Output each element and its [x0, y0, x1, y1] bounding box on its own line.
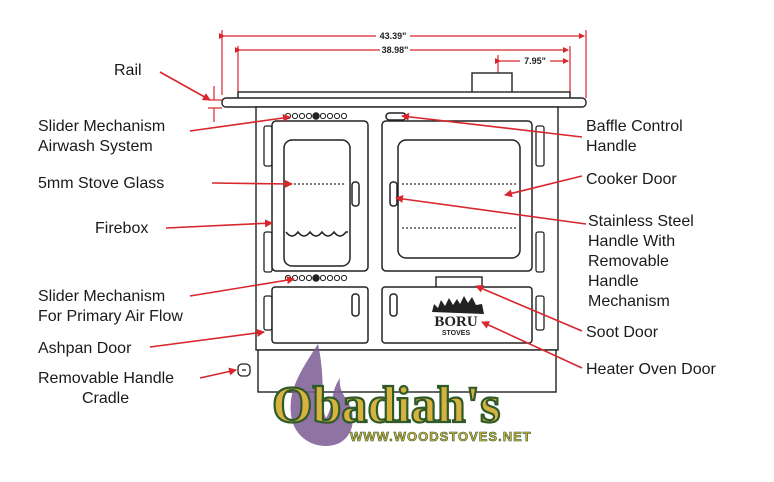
label-ashpan-door: Ashpan Door [38, 340, 132, 357]
arrow-airwash [189, 114, 291, 132]
cooker-door [381, 112, 533, 272]
label-cooker-door: Cooker Door [586, 171, 677, 188]
label-handle-cradle-line2: Cradle [82, 390, 130, 407]
towel-rail [221, 97, 587, 108]
label-stove-glass: 5mm Stove Glass [38, 175, 165, 192]
boru-brand-text: BORU [434, 314, 478, 330]
flame-icon [290, 344, 353, 446]
label-baffle-line1: Baffle Control [586, 118, 683, 135]
label-baffle-line2: Handle [586, 138, 637, 155]
airwash-slider [284, 112, 348, 120]
watermark-url: WWW.WOODSTOVES.NET [350, 429, 532, 444]
primary-air-slider [284, 274, 348, 282]
arrow-rail [159, 71, 211, 101]
arrow-cradle [199, 367, 237, 379]
heater-oven-door [381, 286, 533, 344]
label-steel-handle-line2: Handle With [588, 233, 676, 250]
label-slider-primary-line1: Slider Mechanism [38, 288, 166, 305]
callout-arrows [149, 71, 587, 379]
handle-cradle [237, 363, 251, 377]
arrow-heater-oven [481, 321, 583, 369]
arrow-firebox [165, 219, 273, 229]
label-steel-handle-line3: Removable [588, 253, 669, 270]
label-rail: Rail [114, 62, 142, 79]
label-firebox: Firebox [95, 220, 149, 237]
arrow-soot [475, 285, 583, 332]
boru-sub-text: STOVES [442, 330, 471, 337]
label-slider-airwash-line1: Slider Mechanism [38, 118, 166, 135]
arrow-steel-handle [395, 194, 587, 225]
arrow-glass [211, 179, 293, 188]
label-slider-primary-line2: For Primary Air Flow [38, 308, 183, 325]
ashpan-door [271, 286, 369, 344]
label-steel-handle-line1: Stainless Steel [588, 213, 694, 230]
label-slider-airwash-line2: Airwash System [38, 138, 153, 155]
dim-overall-width: 43.39" [380, 31, 407, 41]
arrow-ashpan [149, 328, 265, 348]
arrow-cooker [504, 175, 583, 198]
dim-flue-offset: 7.95" [524, 56, 546, 66]
arrow-baffle [401, 112, 583, 138]
label-steel-handle-line4: Handle [588, 273, 639, 290]
door-hinges [263, 125, 545, 331]
label-heater-oven-door: Heater Oven Door [586, 361, 716, 378]
label-soot-door: Soot Door [586, 324, 659, 341]
boru-logo: BORU STOVES [432, 296, 484, 337]
arrow-primary [189, 276, 295, 297]
dim-body-width: 38.98" [382, 45, 409, 55]
label-handle-cradle-line1: Removable Handle [38, 370, 175, 387]
firebox-door [271, 112, 369, 272]
watermark-name: Obadiah's [272, 377, 500, 434]
watermark: Obadiah's WWW.WOODSTOVES.NET [271, 344, 532, 446]
label-steel-handle-line5: Mechanism [588, 293, 670, 310]
